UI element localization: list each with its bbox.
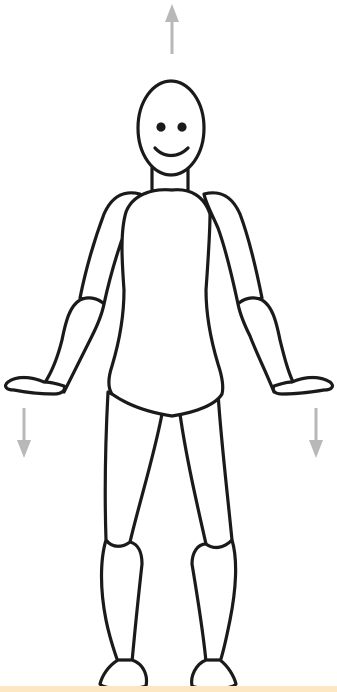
head-outline	[138, 81, 204, 175]
left-thigh	[105, 392, 162, 548]
arrow-down-left-tip	[17, 440, 31, 458]
right-arm	[204, 193, 332, 394]
floor-strip	[0, 686, 337, 692]
right-leg	[180, 392, 236, 689]
left-shin	[102, 540, 143, 662]
right-thigh	[180, 392, 232, 549]
left-forearm	[44, 298, 104, 392]
arrow-up-head-tip	[165, 4, 179, 22]
right-upper-arm	[204, 193, 262, 304]
left-foot	[100, 660, 146, 689]
arrow-up-head	[165, 4, 179, 54]
arrow-down-left-hand	[17, 408, 31, 458]
right-forearm	[238, 298, 294, 392]
left-leg	[100, 392, 162, 689]
right-shin	[192, 540, 236, 662]
torso	[109, 190, 223, 416]
arrow-down-right-hand	[309, 408, 323, 458]
head	[138, 81, 204, 175]
right-foot	[192, 660, 236, 689]
left-eye	[156, 122, 165, 131]
arrow-down-right-tip	[309, 440, 323, 458]
right-eye	[177, 122, 186, 131]
